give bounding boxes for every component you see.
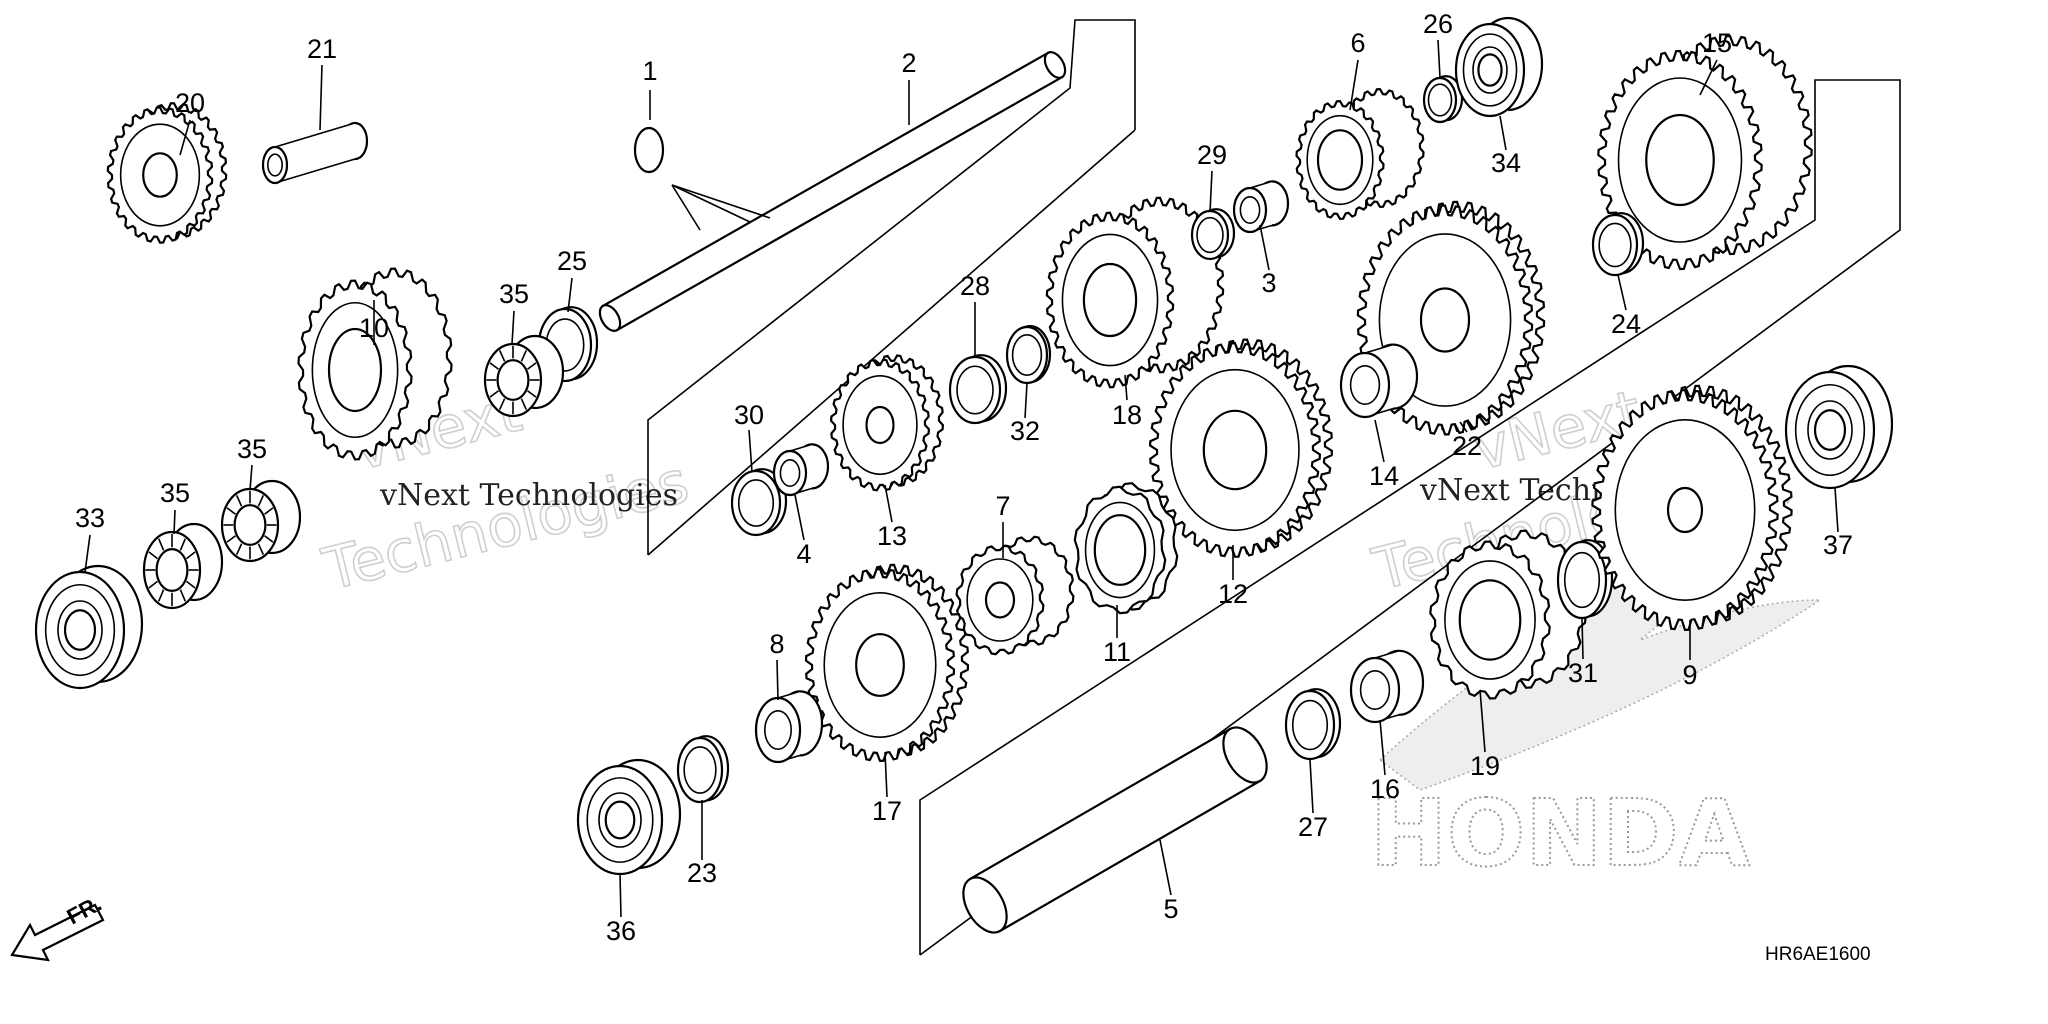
callout-9: 9	[1682, 660, 1697, 690]
callout-13: 13	[877, 521, 907, 551]
callout-37: 37	[1823, 530, 1853, 560]
bearing-33	[34, 564, 144, 690]
callout-35-b: 35	[237, 434, 267, 464]
gear-6	[1295, 87, 1425, 221]
callout-16: 16	[1370, 774, 1400, 804]
washer-24	[1591, 212, 1645, 277]
washer-30	[730, 468, 788, 537]
shifter-11	[1073, 482, 1179, 615]
mainshaft-2	[598, 51, 1067, 332]
callout-24: 24	[1611, 309, 1641, 339]
bearing-36	[576, 758, 682, 876]
callout-17: 17	[872, 796, 902, 826]
leader-lines	[84, 39, 1839, 918]
callout-23: 23	[687, 858, 717, 888]
callout-33: 33	[75, 503, 105, 533]
callout-14: 14	[1369, 461, 1399, 491]
callout-31: 31	[1568, 658, 1598, 688]
gear-7	[955, 535, 1075, 656]
callout-7: 7	[995, 491, 1010, 521]
arrow-icon	[10, 903, 105, 962]
callout-20: 20	[175, 88, 205, 118]
callout-numbers: 1 2 3 4 5 6 7 8 9 10 11 12 13 14 15 16 1…	[75, 9, 1853, 946]
callout-1: 1	[642, 56, 657, 86]
callout-30: 30	[734, 400, 764, 430]
gear-12	[1148, 338, 1334, 558]
callout-22: 22	[1452, 431, 1482, 461]
gear-13	[829, 354, 945, 492]
group-frames	[647, 19, 1901, 956]
diagram-code: HR6AE1600	[1765, 944, 1871, 965]
collar-14	[1339, 343, 1419, 419]
circlip-32	[1005, 325, 1052, 385]
callout-35-a: 35	[499, 279, 529, 309]
collar-8	[754, 690, 824, 764]
watermark-line-left: vNext Technologies	[379, 478, 678, 513]
collar-16	[1349, 649, 1425, 724]
needle-bearing-35-a	[483, 334, 565, 418]
gear-10	[297, 267, 453, 461]
callout-10: 10	[359, 313, 389, 343]
callout-5: 5	[1163, 894, 1178, 924]
parts	[34, 16, 1894, 934]
callout-12: 12	[1218, 579, 1248, 609]
needle-bearing-28	[948, 354, 1008, 425]
pin-21	[261, 121, 369, 185]
callout-11: 11	[1103, 637, 1131, 667]
needle-bearing-35-b	[220, 479, 302, 563]
honda-logo-text: HONDA	[1370, 780, 1750, 887]
washer-29	[1190, 208, 1236, 261]
washer-23	[676, 735, 730, 804]
callout-3: 3	[1261, 268, 1276, 298]
collar-4	[772, 443, 830, 497]
callout-35-c: 35	[160, 478, 190, 508]
gear-19	[1429, 529, 1587, 700]
callout-18: 18	[1112, 400, 1142, 430]
callout-29: 29	[1197, 140, 1227, 170]
callout-32: 32	[1010, 416, 1040, 446]
callout-6: 6	[1350, 28, 1365, 58]
gear-15	[1597, 34, 1813, 271]
callout-27: 27	[1298, 812, 1328, 842]
collar-3	[1232, 180, 1290, 234]
callout-19: 19	[1470, 751, 1500, 781]
bearing-34	[1454, 16, 1544, 118]
callout-36: 36	[606, 916, 636, 946]
bearing-37	[1784, 364, 1894, 490]
needle-bearing-35-c	[142, 522, 224, 610]
callout-15: 15	[1702, 28, 1732, 58]
callout-4: 4	[796, 539, 811, 569]
callout-26: 26	[1423, 9, 1453, 39]
washer-31	[1556, 539, 1614, 620]
clip-1	[633, 126, 665, 174]
callout-2: 2	[901, 48, 916, 78]
callout-34: 34	[1491, 148, 1521, 178]
callout-25: 25	[557, 246, 587, 276]
countershaft-5	[962, 726, 1268, 934]
callout-28: 28	[960, 271, 990, 301]
callout-21: 21	[307, 34, 337, 64]
gear-9	[1591, 384, 1793, 632]
washer-27	[1284, 688, 1342, 761]
gear-17	[804, 563, 970, 763]
callout-8: 8	[769, 629, 784, 659]
front-direction-arrow: FR.	[10, 891, 106, 962]
gear-20	[106, 102, 228, 244]
